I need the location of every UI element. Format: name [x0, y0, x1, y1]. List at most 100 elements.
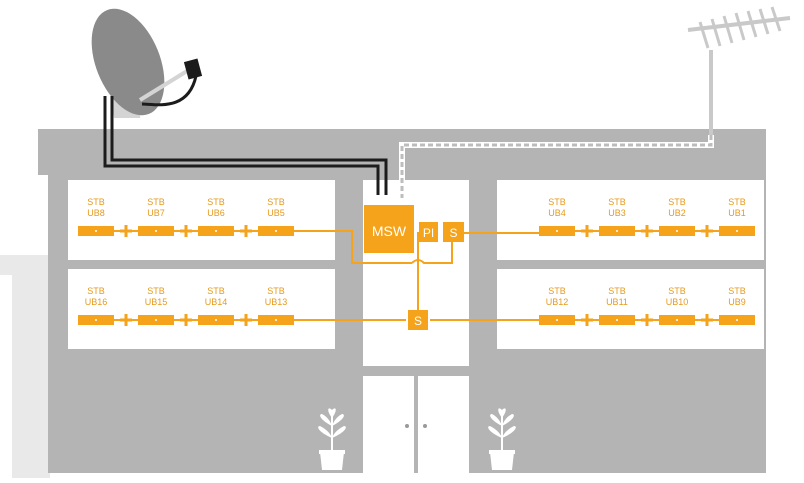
set-top-box-led — [676, 319, 678, 321]
unit-label: UB7 — [147, 208, 165, 218]
plus-bar-v — [705, 225, 709, 237]
plus-connector-icon — [240, 225, 252, 237]
stb-label: STB — [668, 197, 686, 207]
antenna-coax-dashed — [400, 135, 713, 198]
plus-bar-v — [244, 314, 248, 326]
set-top-box-led — [616, 319, 618, 321]
stb-label: STB — [207, 286, 225, 296]
unit-label: UB14 — [205, 297, 228, 307]
msw-label: MSW — [372, 223, 407, 239]
stb-label: STB — [548, 197, 566, 207]
plus-bar-v — [645, 314, 649, 326]
unit-label: UB1 — [728, 208, 746, 218]
door-handle-left — [405, 424, 409, 428]
set-top-box-led — [95, 230, 97, 232]
unit-label: UB9 — [728, 297, 746, 307]
splitter-bottom-label: S — [414, 314, 422, 328]
panel-upper-left — [68, 180, 335, 260]
unit-label: UB8 — [87, 208, 105, 218]
plus-connector-icon — [180, 314, 192, 326]
plus-connector-icon — [581, 314, 593, 326]
stb-label: STB — [87, 197, 105, 207]
set-top-box-led — [275, 319, 277, 321]
panel-upper-right — [497, 180, 764, 260]
background-building-window — [0, 275, 12, 478]
stb-label: STB — [87, 286, 105, 296]
plus-connector-icon — [701, 225, 713, 237]
unit-label: UB4 — [548, 208, 566, 218]
lnb-cable-outer — [103, 96, 380, 195]
stb-label: STB — [608, 286, 626, 296]
unit-label: UB3 — [608, 208, 626, 218]
set-top-box-led — [155, 319, 157, 321]
plus-connector-icon — [120, 314, 132, 326]
set-top-box-led — [736, 319, 738, 321]
tv-antenna-icon — [687, 6, 791, 135]
stb-label: STB — [207, 197, 225, 207]
pi-label: PI — [423, 226, 434, 240]
plus-connector-icon — [641, 225, 653, 237]
stb-label: STB — [608, 197, 626, 207]
set-top-box-led — [275, 230, 277, 232]
stb-label: STB — [728, 197, 746, 207]
plus-connector-icon — [641, 314, 653, 326]
unit-label: UB6 — [207, 208, 225, 218]
unit-label: UB10 — [666, 297, 689, 307]
set-top-boxes: STBUB8STBUB7STBUB6STBUB5STBUB4STBUB3STBU… — [78, 197, 755, 326]
unit-label: UB13 — [265, 297, 288, 307]
stb-label: STB — [728, 286, 746, 296]
plus-connector-icon — [240, 314, 252, 326]
plus-bar-v — [124, 225, 128, 237]
plus-bar-v — [124, 314, 128, 326]
plus-bar-v — [585, 225, 589, 237]
set-top-box-led — [215, 319, 217, 321]
lnb-cable-curve — [141, 75, 198, 107]
plus-bar-v — [585, 314, 589, 326]
door-left — [363, 376, 414, 473]
stb-label: STB — [147, 286, 165, 296]
set-top-box-led — [556, 319, 558, 321]
plus-connector-icon — [120, 225, 132, 237]
lnb-cable-inner — [110, 96, 388, 195]
set-top-box-led — [155, 230, 157, 232]
dish-reflector — [91, 8, 165, 116]
plus-bar-v — [184, 314, 188, 326]
plus-bar-v — [184, 225, 188, 237]
stb-label: STB — [267, 197, 285, 207]
unit-label: UB12 — [546, 297, 569, 307]
stb-label: STB — [147, 197, 165, 207]
devices: MSW PI S S — [364, 205, 464, 330]
set-top-box-led — [676, 230, 678, 232]
unit-label: UB2 — [668, 208, 686, 218]
potted-plant-icon — [318, 408, 346, 470]
pi-box — [419, 222, 438, 242]
stb-label: STB — [548, 286, 566, 296]
plus-connector-icon — [581, 225, 593, 237]
unit-label: UB5 — [267, 208, 285, 218]
plus-bar-v — [705, 314, 709, 326]
set-top-box-led — [736, 230, 738, 232]
door-handle-right — [423, 424, 427, 428]
plus-connector-icon — [180, 225, 192, 237]
dish-lnb — [183, 58, 203, 80]
stb-label: STB — [267, 286, 285, 296]
floor-panels — [68, 180, 764, 366]
unit-label: UB16 — [85, 297, 108, 307]
set-top-box-led — [215, 230, 217, 232]
set-top-box-led — [95, 319, 97, 321]
